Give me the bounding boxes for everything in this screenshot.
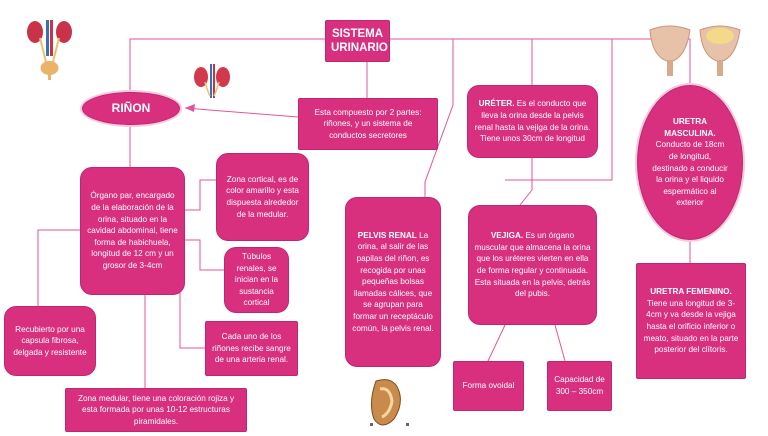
kidney-icon	[192, 64, 232, 98]
cortical-box: Zona cortical, es de color amarillo y es…	[216, 153, 309, 241]
uretra-femenino-box: URETRA FEMENINO. Tiene una longitud de 3…	[636, 263, 746, 379]
forma-box: Forma ovoidal	[453, 361, 524, 411]
uretra-masculina-body: Conducto de 18cm de longitud, destinado …	[652, 140, 728, 208]
ureter-text: URÉTER. Es el conducto que lleva la orin…	[473, 98, 592, 144]
vejiga-heading: VEJIGA.	[490, 231, 524, 241]
uretra-masculina-text: URETRA MASCULINA. Conducto de 18cm de lo…	[650, 116, 730, 209]
capsula-box: Recubierto por una capsula fibrosa, delg…	[4, 306, 96, 376]
ureter-body: Es el conducto que lleva la orina desde …	[474, 99, 591, 144]
pelvis-body: La orina, al salir de las papilas del ri…	[352, 230, 434, 333]
ureter-heading: URÉTER.	[478, 99, 515, 109]
intro-box: Esta compuesto por 2 partes: riñones, y …	[298, 98, 438, 150]
ureter-box: URÉTER. Es el conducto que lleva la orin…	[467, 85, 598, 158]
uretra-masculina-heading: URETRA MASCULINA.	[664, 117, 716, 138]
intro-text: Esta compuesto por 2 partes: riñones, y …	[314, 107, 422, 140]
page-title: SISTEMA URINARIO	[331, 28, 388, 54]
rinones-text: Cada uno de los riñones recibe sangre de…	[212, 332, 291, 365]
capsula-text: Recubierto por una capsula fibrosa, delg…	[13, 324, 87, 357]
rinon-node: RIÑON	[82, 92, 180, 125]
tubulos-box: Túbulos renales, se inician en la sustan…	[224, 247, 289, 313]
uretra-masculina-box: URETRA MASCULINA. Conducto de 18cm de lo…	[637, 85, 743, 240]
capacidad-text: Capacidad de 300 – 350cm	[554, 375, 605, 396]
pelvis-text: PELVIS RENAL La orina, al salir de las p…	[351, 230, 435, 334]
vejiga-body: Es un órgano muscular que almacena la or…	[474, 231, 591, 299]
cortical-text: Zona cortical, es de color amarillo y es…	[226, 174, 299, 219]
title-box: SISTEMA URINARIO	[325, 20, 390, 62]
tubulos-text: Túbulos renales, se inician en la sustan…	[234, 252, 279, 308]
rinon-description: Órgano par, encargado de la elaboración …	[87, 191, 178, 270]
vejiga-text: VEJIGA. Es un órgano muscular que almace…	[474, 230, 591, 300]
uretra-femenino-body: Tiene una longitud de 3-4cm y va desde l…	[643, 298, 739, 355]
capacidad-box: Capacidad de 300 – 350cm	[547, 361, 612, 411]
uretra-femenino-heading: URETRA FEMENINO.	[650, 287, 732, 297]
pelvis-box: PELVIS RENAL La orina, al salir de las p…	[345, 197, 441, 367]
uretra-femenino-text: URETRA FEMENINO. Tiene una longitud de 3…	[642, 286, 740, 356]
rinon-label: RIÑON	[111, 100, 151, 115]
pelvis-heading: PELVIS RENAL	[357, 230, 417, 240]
rinones-box: Cada uno de los riñones recibe sangre de…	[205, 321, 298, 376]
medular-box: Zona medular, tiene una coloración rojiz…	[65, 388, 247, 432]
forma-text: Forma ovoidal	[462, 381, 515, 391]
medular-text: Zona medular, tiene una coloración rojiz…	[77, 393, 235, 426]
rinon-description-box: Órgano par, encargado de la elaboración …	[80, 167, 185, 295]
kidney-cross-section-icon	[366, 375, 414, 431]
urinary-system-icon	[22, 18, 77, 80]
bladder-icon	[646, 22, 746, 76]
vejiga-box: VEJIGA. Es un órgano muscular que almace…	[468, 205, 597, 325]
